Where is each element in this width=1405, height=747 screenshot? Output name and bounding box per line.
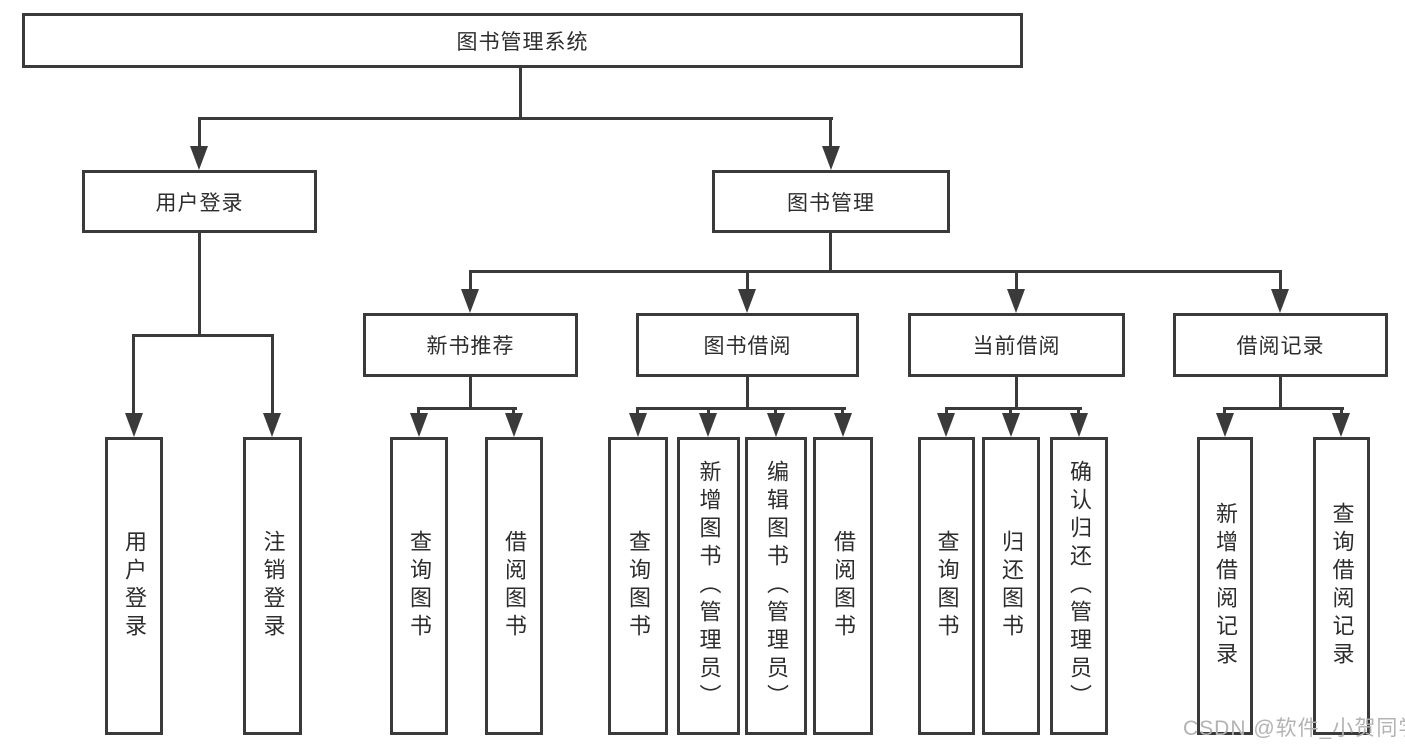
connector-line <box>417 407 517 410</box>
node-label: 新增借阅记录 <box>1213 502 1238 670</box>
arrow-down-icon <box>767 413 785 437</box>
node-label: 新增图书（管理员） <box>696 460 722 712</box>
node-library-management-system: 图书管理系统 <box>22 13 1023 68</box>
connector-line <box>1279 375 1282 410</box>
connector-line <box>841 407 844 417</box>
arrow-down-icon <box>1332 413 1350 437</box>
connector-line <box>945 407 1082 410</box>
arrow-down-icon <box>699 413 717 437</box>
node-leaf-add-book-admin: 新增图书（管理员） <box>677 437 740 735</box>
connector-line <box>707 407 710 417</box>
node-borrowing-records: 借阅记录 <box>1173 313 1388 377</box>
connector-line <box>1015 375 1018 410</box>
node-label: 查询图书 <box>407 530 432 642</box>
node-leaf-user-login: 用户登录 <box>105 437 163 735</box>
node-new-book-recommendation: 新书推荐 <box>363 313 578 377</box>
connector-line <box>417 407 420 417</box>
node-label: 注销登录 <box>260 530 286 642</box>
node-label: 借阅图书 <box>831 530 856 642</box>
arrow-down-icon <box>1007 289 1025 313</box>
node-label: 借阅记录 <box>1236 335 1325 358</box>
connector-line <box>1015 270 1018 292</box>
node-leaf-add-borrow-record: 新增借阅记录 <box>1197 437 1253 735</box>
csdn-watermark: CSDN @软件_小贺同学 <box>1183 717 1405 740</box>
connector-line <box>746 270 749 292</box>
node-leaf-query-books-current: 查询图书 <box>918 437 975 735</box>
connector-line <box>774 407 777 417</box>
node-leaf-query-books-borrow: 查询图书 <box>608 437 668 735</box>
connector-line <box>1279 270 1282 292</box>
arrow-down-icon <box>1002 413 1020 437</box>
node-leaf-query-books-rec: 查询图书 <box>390 437 448 735</box>
arrow-down-icon <box>1216 413 1234 437</box>
connector-line <box>132 334 135 417</box>
node-label: 查询图书 <box>626 530 651 642</box>
node-label: 用户登录 <box>122 530 147 642</box>
connector-line <box>198 231 201 336</box>
connector-line <box>1077 407 1080 417</box>
node-label: 确认归还（管理员） <box>1067 460 1092 712</box>
connector-line <box>1223 407 1226 417</box>
node-leaf-logout: 注销登录 <box>243 437 302 735</box>
connector-line <box>636 407 639 417</box>
node-leaf-edit-book-admin: 编辑图书（管理员） <box>745 437 807 735</box>
arrow-down-icon <box>461 289 479 313</box>
connector-line <box>469 270 472 292</box>
node-user-login: 用户登录 <box>82 170 317 233</box>
connector-line <box>636 407 846 410</box>
node-leaf-borrow-books-rec: 借阅图书 <box>485 437 543 735</box>
connector-line <box>829 231 832 273</box>
node-book-management: 图书管理 <box>712 170 950 233</box>
node-label: 查询借阅记录 <box>1329 502 1355 670</box>
node-leaf-return-books: 归还图书 <box>982 437 1040 735</box>
connector-line <box>746 375 749 410</box>
arrow-down-icon <box>190 146 208 170</box>
connector-line <box>512 407 515 417</box>
node-label: 图书管理 <box>787 191 875 215</box>
connector-line <box>469 270 1282 273</box>
connector-line <box>519 66 522 119</box>
arrow-down-icon <box>1070 413 1088 437</box>
connector-line <box>132 334 274 337</box>
connector-line <box>1340 407 1343 417</box>
node-label: 当前借阅 <box>972 335 1061 358</box>
arrow-down-icon <box>505 413 523 437</box>
arrow-down-icon <box>937 413 955 437</box>
connector-line <box>271 334 274 417</box>
node-label: 查询图书 <box>934 530 960 642</box>
node-label: 归还图书 <box>999 530 1024 642</box>
node-leaf-borrow-books: 借阅图书 <box>813 437 873 735</box>
connector-line <box>469 375 472 410</box>
node-leaf-confirm-return-admin: 确认归还（管理员） <box>1050 437 1108 735</box>
node-label: 用户登录 <box>155 191 244 215</box>
connector-line <box>945 407 948 417</box>
node-book-borrowing: 图书借阅 <box>636 313 859 377</box>
arrow-down-icon <box>822 146 840 170</box>
connector-line <box>1009 407 1012 417</box>
arrow-down-icon <box>1271 289 1289 313</box>
arrow-down-icon <box>738 289 756 313</box>
node-label: 编辑图书（管理员） <box>764 460 789 712</box>
node-leaf-query-borrow-record: 查询借阅记录 <box>1313 437 1370 735</box>
connector-line <box>1223 407 1344 410</box>
node-label: 图书管理系统 <box>456 30 589 54</box>
connector-line <box>829 117 832 151</box>
node-label: 图书借阅 <box>703 335 792 358</box>
arrow-down-icon <box>125 413 143 437</box>
arrow-down-icon <box>263 413 281 437</box>
connector-line <box>198 117 833 120</box>
node-label: 新书推荐 <box>426 335 515 358</box>
connector-line <box>198 117 201 151</box>
node-current-borrowing: 当前借阅 <box>908 313 1125 377</box>
arrow-down-icon <box>834 413 852 437</box>
node-label: 借阅图书 <box>502 530 527 642</box>
arrow-down-icon <box>629 413 647 437</box>
arrow-down-icon <box>410 413 428 437</box>
